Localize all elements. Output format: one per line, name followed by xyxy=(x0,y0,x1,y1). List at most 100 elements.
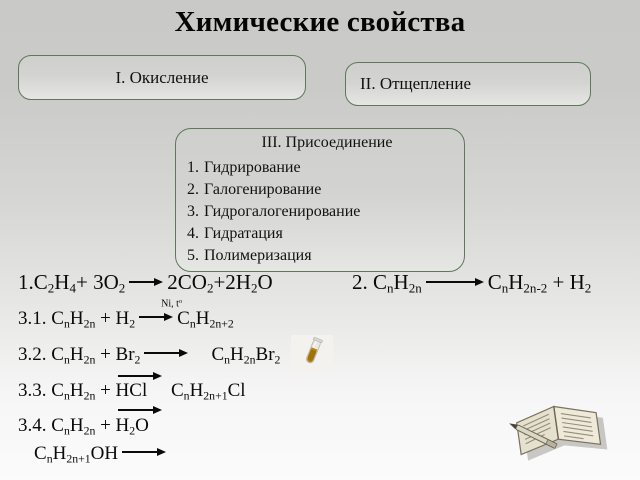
subscript: 2n xyxy=(83,424,96,438)
reaction-arrow-icon xyxy=(117,371,162,381)
equation-number: 3.1. xyxy=(18,308,47,329)
element-c: C xyxy=(487,270,502,294)
element-c: C xyxy=(177,308,190,329)
subscript: 2 xyxy=(129,317,136,331)
hydroxyl-group: OH xyxy=(90,443,119,464)
subscript: 2 xyxy=(47,280,55,296)
coefficient: 3 xyxy=(93,270,104,294)
subscript: 4 xyxy=(69,280,76,296)
element-cl: Cl xyxy=(227,380,246,401)
element-br: Br xyxy=(255,344,275,365)
element-h: H xyxy=(69,344,84,365)
element-c: C xyxy=(51,308,64,329)
subscript: 2n xyxy=(83,353,96,367)
list-item: 1. Гидрирование xyxy=(187,157,460,179)
element-h: H xyxy=(508,270,524,294)
test-tube-icon xyxy=(291,335,333,374)
element-h: H xyxy=(115,415,130,436)
element-o: O xyxy=(103,270,119,294)
subscript: 2n+2 xyxy=(209,317,234,331)
reaction-arrow-icon xyxy=(117,405,162,415)
element-h: H xyxy=(54,270,70,294)
compound-hcl: HCl xyxy=(115,380,148,401)
element-h: H xyxy=(69,380,84,401)
plus-sign: + xyxy=(100,380,111,401)
element-h: H xyxy=(189,380,204,401)
equation-halogenation: 3.2. CnH2n + Br2 CnH2nBr2 xyxy=(18,345,280,366)
reaction-arrow-icon xyxy=(122,447,167,457)
element-c: C xyxy=(51,344,64,365)
equation-hydration-product: CnH2n+1OH xyxy=(34,444,170,465)
plus-sign: + xyxy=(100,308,111,329)
subscript: 2n+1 xyxy=(66,452,91,466)
formula-bromine: Br2 xyxy=(115,344,141,367)
equation-number: 3.2. xyxy=(18,344,47,365)
list-item: 4.Гидратация xyxy=(187,223,460,245)
element-h: H xyxy=(115,308,130,329)
element-h: H xyxy=(235,270,251,294)
formula-hydrogen: H2 xyxy=(569,270,592,295)
callout-box-addition[interactable]: III. Присоединение 1. Гидрирование 2.Гало… xyxy=(175,128,465,272)
formula-alkene: CnH2n xyxy=(373,270,422,296)
subscript: 2 xyxy=(129,424,136,438)
reaction-arrow-icon xyxy=(144,348,189,358)
element-h: H xyxy=(569,270,585,294)
formula-alkyne: CnH2n-2 xyxy=(487,270,548,296)
addition-reaction-list: 1. Гидрирование 2.Галогенирование 3. Гидро… xyxy=(187,157,460,267)
subscript: 2 xyxy=(206,280,214,296)
list-item-number: 1. xyxy=(187,159,199,176)
element-h: H xyxy=(393,270,409,294)
subscript: 2 xyxy=(250,280,258,296)
element-h: H xyxy=(69,308,84,329)
test-tube-bromine-image xyxy=(291,335,333,374)
element-c: C xyxy=(33,270,48,294)
list-item-number: 3. xyxy=(187,203,199,220)
reaction-arrow-icon xyxy=(425,277,484,287)
subscript: 2n xyxy=(243,353,256,367)
catalyst-label: Ni, to xyxy=(161,298,183,309)
plus-sign: + xyxy=(75,270,88,294)
list-item-label: Галогенирование xyxy=(204,181,322,198)
subscript: n xyxy=(46,452,53,466)
subscript: n xyxy=(224,353,231,367)
list-item: 2.Галогенирование xyxy=(187,179,460,201)
list-item-label: Гидратация xyxy=(204,225,283,242)
formula-oxygen: 3O2 xyxy=(93,270,125,295)
element-h: H xyxy=(69,415,84,436)
subscript: n xyxy=(63,317,70,331)
compound-co2: CO xyxy=(177,270,207,294)
formula-hydrogen-chloride: HCl xyxy=(115,371,162,401)
formula-alkene: CnH2n xyxy=(51,380,96,403)
callout-box-oxidation[interactable]: I. Окисление xyxy=(18,55,306,100)
subscript: n xyxy=(501,280,509,296)
element-c: C xyxy=(211,344,225,365)
list-item: 5.Полимеризация xyxy=(187,245,460,267)
plus-sign: + xyxy=(552,270,565,294)
callout-box-elimination[interactable]: II. Отщепление xyxy=(345,62,591,106)
equation-hydrohalogenation: 3.3. CnH2n + HCl CnH2n+1Cl xyxy=(18,371,246,403)
list-item-label: Гидрогалогенирование xyxy=(204,203,361,220)
list-item-label: Гидрирование xyxy=(204,159,301,176)
formula-dibromoalkane: CnH2nBr2 xyxy=(211,344,280,367)
element-br: Br xyxy=(115,344,135,365)
formula-alkene: CnH2n xyxy=(51,415,96,438)
element-c: C xyxy=(51,415,64,436)
element-o: O xyxy=(135,415,149,436)
element-o: O xyxy=(257,270,273,294)
formula-alkene: CnH2n xyxy=(51,308,96,331)
superscript: o xyxy=(178,298,183,305)
callout-label-addition: III. Присоединение xyxy=(261,134,393,151)
element-c: C xyxy=(170,380,184,401)
subscript: 2n xyxy=(83,317,96,331)
equation-hydration: 3.4. CnH2n + H2O xyxy=(18,405,162,438)
list-item-label: Полимеризация xyxy=(204,247,312,264)
pen-icon xyxy=(509,423,558,449)
subscript: 2n-2 xyxy=(523,280,548,296)
subscript: 2n xyxy=(83,389,96,403)
plus-sign: + xyxy=(100,344,111,365)
subscript: 2 xyxy=(134,353,141,367)
subscript: n xyxy=(387,280,394,296)
coefficient: 2 xyxy=(167,270,178,294)
